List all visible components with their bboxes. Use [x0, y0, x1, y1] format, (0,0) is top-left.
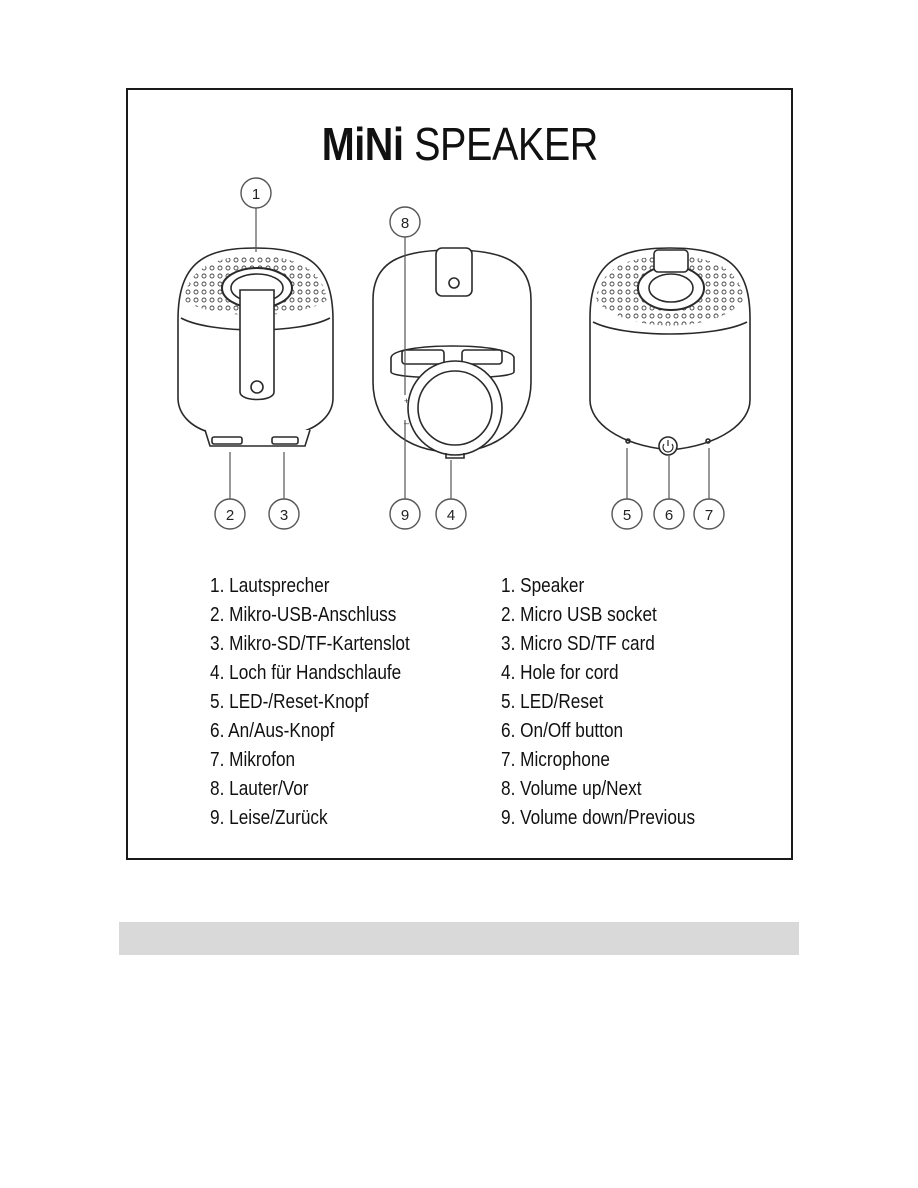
callout-label: 6 — [665, 507, 673, 524]
callout-4: 4 — [435, 498, 467, 530]
legend-item: 4. Loch für Handschlaufe — [210, 662, 402, 684]
legend-item: 7. Mikrofon — [210, 749, 296, 771]
legend-item: 2. Micro USB socket — [501, 604, 657, 626]
legend-item: 1. Speaker — [501, 575, 585, 597]
speaker-diagram: + – 1 2 3 8 9 4 5 6 7 — [177, 177, 751, 530]
legend-item: 3. Mikro-SD/TF-Kartenslot — [210, 633, 410, 655]
title-product: SPEAKER — [414, 118, 598, 170]
speaker-side-view — [177, 247, 334, 447]
callout-5: 5 — [611, 498, 643, 530]
callout-3: 3 — [268, 498, 300, 530]
legend-item: 9. Leise/Zurück — [210, 807, 328, 829]
callout-label: 4 — [447, 507, 455, 524]
callout-label: 8 — [401, 215, 409, 232]
leader-lines — [229, 208, 710, 500]
legend-item: 3. Micro SD/TF card — [501, 633, 655, 655]
callout-label: 9 — [401, 507, 409, 524]
speaker-front-view — [589, 247, 751, 456]
callout-1: 1 — [240, 177, 272, 209]
callout-label: 5 — [623, 507, 631, 524]
figure-frame — [126, 88, 793, 860]
legend-item: 9. Volume down/Previous — [501, 807, 696, 829]
callout-6: 6 — [653, 498, 685, 530]
callout-8: 8 — [389, 206, 421, 238]
svg-text:+: + — [404, 396, 409, 406]
legend-item: 6. On/Off button — [501, 720, 624, 742]
legend-item: 6. An/Aus-Knopf — [210, 720, 335, 742]
page-title: MiNi SPEAKER — [65, 118, 854, 170]
callout-label: 2 — [226, 507, 234, 524]
legend-german: 1. Lautsprecher 2. Mikro-USB-Anschluss 3… — [210, 572, 442, 833]
legend-item: 2. Mikro-USB-Anschluss — [210, 604, 397, 626]
legend-item: 5. LED-/Reset-Knopf — [210, 691, 369, 713]
legend-item: 4. Hole for cord — [501, 662, 619, 684]
callout-label: 3 — [280, 507, 288, 524]
legend-item: 8. Lauter/Vor — [210, 778, 309, 800]
callout-2: 2 — [214, 498, 246, 530]
legend-item: 1. Lautsprecher — [210, 575, 330, 597]
callout-label: 7 — [705, 507, 713, 524]
svg-text:–: – — [404, 418, 409, 428]
callout-7: 7 — [693, 498, 725, 530]
legend-english: 1. Speaker 2. Micro USB socket 3. Micro … — [501, 572, 727, 833]
speaker-bottom-view: + – — [372, 247, 532, 459]
callout-9: 9 — [389, 498, 421, 530]
title-brand: MiNi — [321, 118, 404, 170]
callout-label: 1 — [252, 186, 260, 203]
legend-item: 5. LED/Reset — [501, 691, 604, 713]
legend-item: 7. Microphone — [501, 749, 611, 771]
legend-item: 8. Volume up/Next — [501, 778, 642, 800]
section-header-bar — [119, 922, 799, 955]
